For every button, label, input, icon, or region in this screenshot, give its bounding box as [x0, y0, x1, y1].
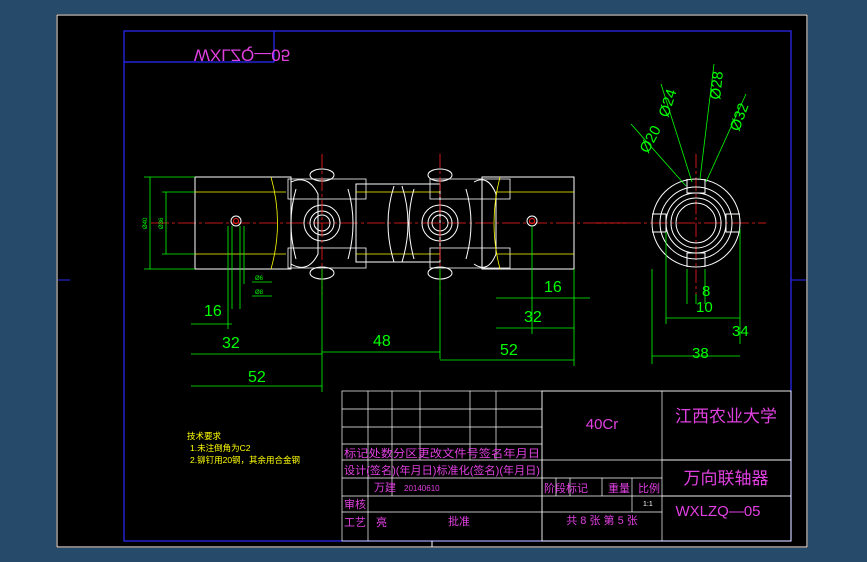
dim-10: 10	[696, 299, 713, 316]
dim-small-8: Ø8	[255, 290, 264, 296]
notes-line1: 1.未注倒角为C2	[190, 443, 251, 453]
process-label: 工艺	[344, 516, 366, 529]
designer-name: 万建	[374, 480, 396, 494]
dim-small-6: Ø6	[255, 276, 264, 282]
front-view	[151, 154, 626, 294]
dim-34: 34	[732, 323, 749, 340]
technical-notes: 技术要求 1.未注倒角为C2 2.铆钉用20钢，其余用合金钢	[187, 431, 300, 465]
process-name: 亮	[376, 515, 387, 529]
dim-phi28: Ø28	[707, 70, 727, 100]
dim-phi24: Ø24	[656, 87, 681, 119]
dim-32-right: 32	[524, 309, 542, 326]
drawing-sheet: WXLZQ—05	[56, 14, 808, 548]
dim-phi20: Ø20	[637, 123, 665, 156]
dim-phi32: Ø32	[727, 101, 753, 133]
sheet-count: 共 8 张 第 5 张	[566, 513, 638, 527]
design-row-label: 设计(签名)(年月日)标准化(签名)(年月日)	[344, 463, 540, 477]
dim-16-left: 16	[204, 303, 222, 320]
dim-8: 8	[702, 283, 710, 300]
dim-16-right: 16	[544, 279, 562, 296]
school-name: 江西农业大学	[675, 407, 777, 427]
stage-label: 阶段标记	[544, 481, 588, 495]
material-text: 40Cr	[586, 416, 619, 433]
right-rivet	[526, 215, 538, 227]
cad-drawing: WXLZQ—05	[56, 14, 808, 548]
part-name: 万向联轴器	[684, 469, 769, 489]
front-dimensions	[144, 176, 590, 392]
scale-value: 1:1	[643, 501, 653, 508]
dim-32-left: 32	[222, 335, 240, 352]
change-row-label: 标记处数分区更改文件号签名年月日	[344, 446, 540, 460]
mirrored-code-box: WXLZQ—05	[124, 31, 290, 65]
side-dimensions	[630, 63, 747, 364]
design-date: 20140610	[404, 484, 440, 493]
notes-title: 技术要求	[187, 431, 222, 441]
left-rivet	[230, 215, 242, 227]
dim-48: 48	[373, 333, 391, 350]
review-label: 审核	[344, 497, 366, 511]
side-view	[596, 154, 766, 294]
approve-label: 批准	[448, 514, 470, 528]
dim-52-left: 52	[248, 369, 266, 386]
side-outer-circle	[651, 178, 741, 268]
dim-52-mid: 52	[500, 342, 518, 359]
dim-38: 38	[692, 345, 709, 362]
dim-small-phi36: Ø36	[159, 217, 165, 229]
mirrored-code-text: WXLZQ—05	[194, 46, 290, 65]
right-shaft	[481, 176, 575, 270]
weight-label: 重量	[608, 481, 630, 495]
dim-small-phi40: Ø40	[143, 217, 149, 229]
scale-label: 比例	[638, 481, 660, 495]
drawing-number: WXLZQ—05	[675, 503, 760, 520]
title-block: 40Cr 江西农业大学 万向联轴器 WXLZQ—05 标记处数分区更改文件号签名…	[341, 390, 792, 542]
notes-line2: 2.铆钉用20钢，其余用合金钢	[190, 455, 300, 465]
